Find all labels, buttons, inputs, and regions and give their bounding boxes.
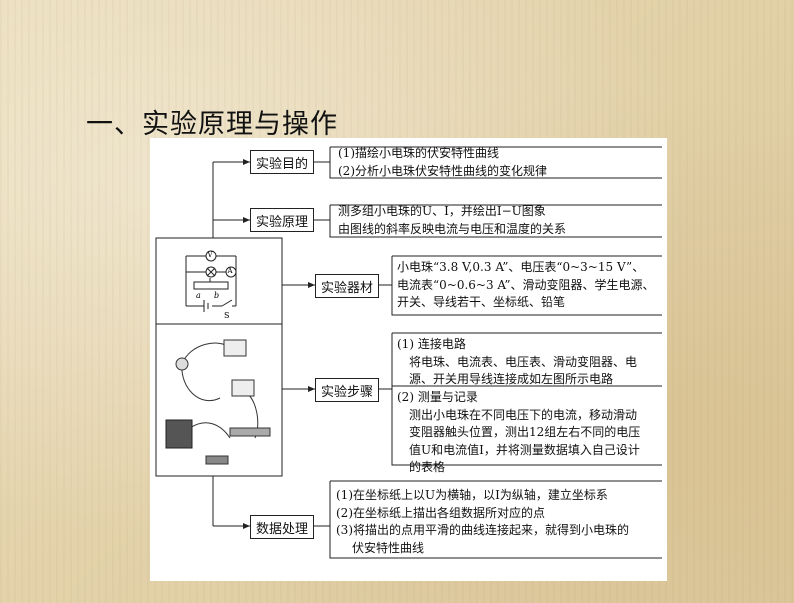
slider-label-a: a [196,291,201,300]
node-purpose: 实验目的 [250,150,314,174]
node-principle: 实验原理 [250,208,314,232]
slider-label-b: b [214,291,220,300]
voltmeter-label: V [207,251,213,259]
principle-text: 测多组小电珠的U、I，并绘出I−U图象由图线的斜率反映电流与电压和温度的关系 [338,204,567,236]
step1-text: (1) 连接电路 将电珠、电流表、电压表、滑动变阻器、电 源、开关用导线连接成如… [397,337,638,386]
step2-text: (2) 测量与记录 测出小电珠在不同电压下的电流，移动滑动 变阻器触头位置，测出… [397,390,641,474]
circuit-diagram [170,242,270,322]
apparatus-photo [160,328,278,473]
equipment-text: 小电珠“3.8 V,0.3 A”、电压表“0~3~15 V”、电流表“0~0.6… [397,260,655,309]
mind-map-panel: V A a b S 实验目的 实验原理 实验器材 实验步骤 数据处理 (1)描绘… [150,138,667,581]
purpose-text: (1)描绘小电珠的伏安特性曲线(2)分析小电珠伏安特性曲线的变化规律 [338,146,547,178]
node-steps: 实验步骤 [315,378,379,402]
node-equipment: 实验器材 [315,274,379,298]
ammeter-label: A [227,267,233,275]
node-data: 数据处理 [250,515,314,539]
switch-label: S [224,311,230,320]
page-title: 一、实验原理与操作 [86,109,338,140]
data-text: (1)在坐标纸上以U为横轴，以I为纵轴，建立坐标系(2)在坐标纸上描出各组数据所… [336,488,630,555]
